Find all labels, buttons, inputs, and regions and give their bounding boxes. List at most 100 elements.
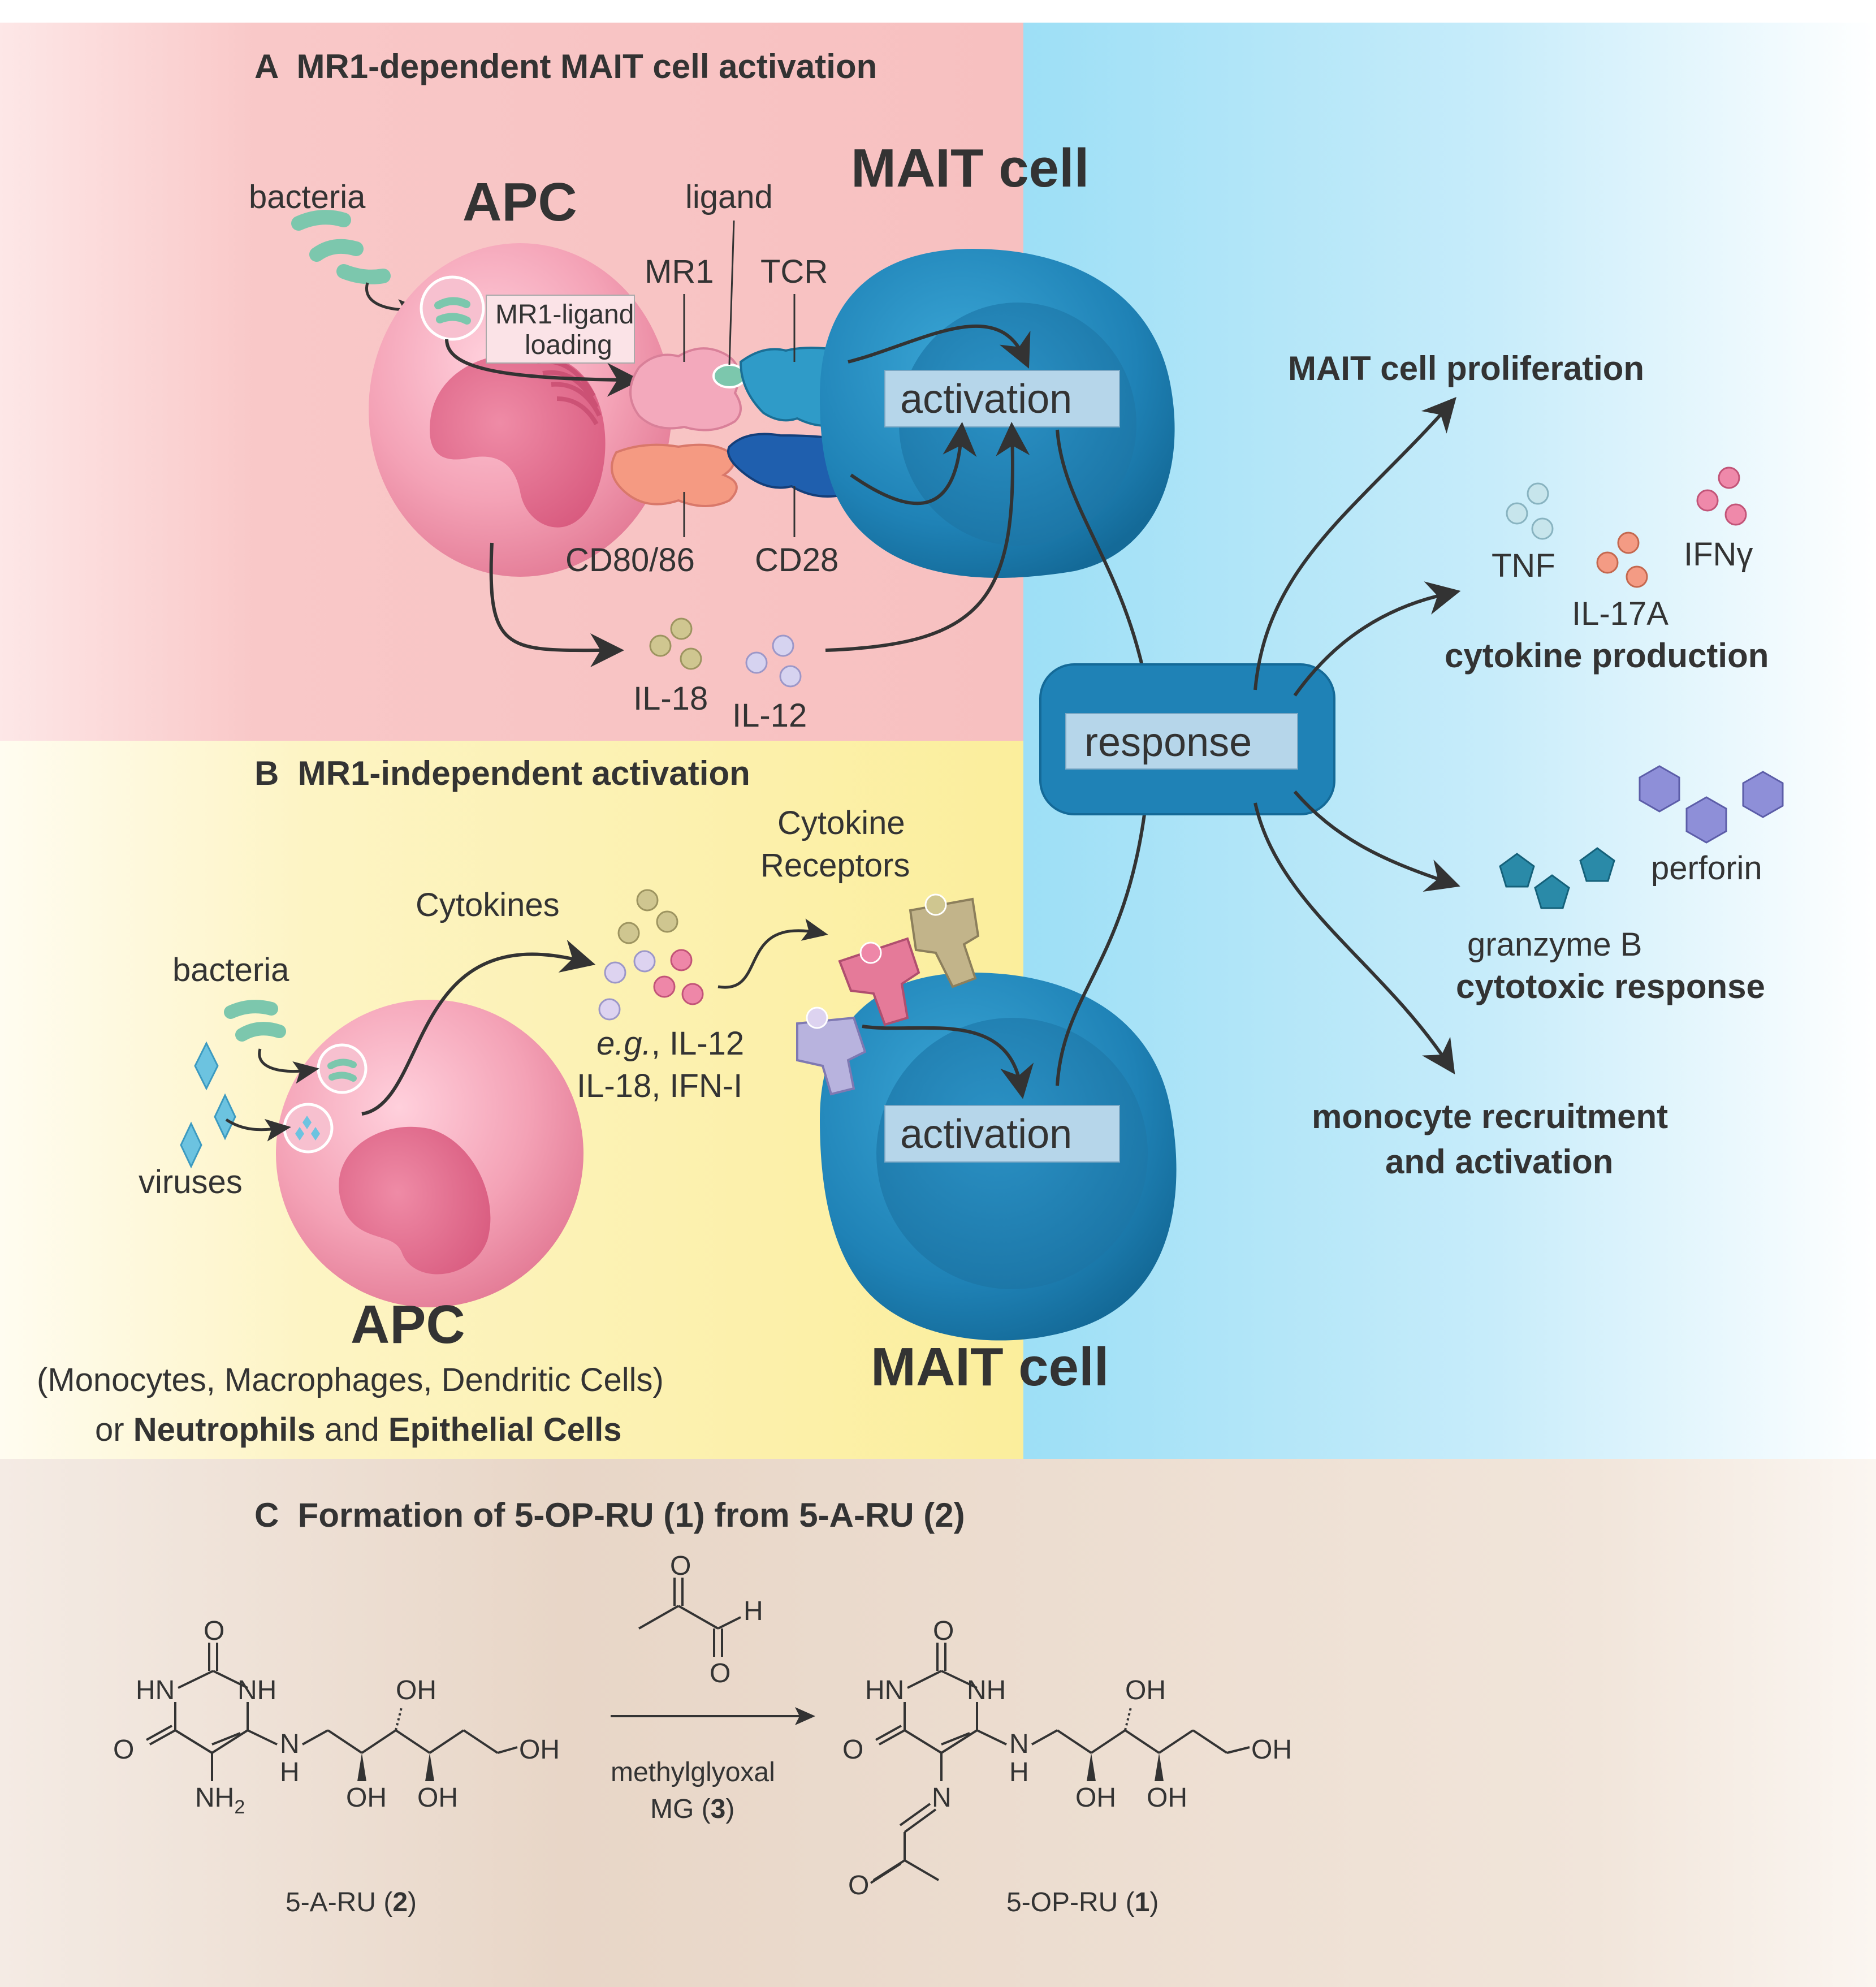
activation-box-b: [884, 1105, 1120, 1163]
perforin-icon: [1639, 765, 1784, 844]
cd28-label: CD28: [755, 542, 838, 578]
cytokine-receptor-lavender: [796, 1007, 867, 1096]
apc-cell-b: [276, 1000, 583, 1307]
reagent-abbrev: MG (3): [650, 1794, 734, 1824]
compound-1-oh-bottom2: OH: [1147, 1783, 1187, 1813]
ifng-cytokines: [1696, 466, 1747, 526]
compound-2-o-top: O: [204, 1616, 224, 1646]
panel-a-title: A MR1-dependent MAIT cell activation: [254, 47, 877, 85]
virus-icon: [180, 1041, 236, 1169]
mr1-ligand-loading-box: [486, 295, 635, 364]
compound-2-num: 2: [392, 1887, 408, 1917]
il-17a-cytokines: [1596, 532, 1648, 588]
cytokine-production-label: cytokine production: [1445, 637, 1769, 675]
compound-1-n-imine: N: [932, 1783, 952, 1813]
apc-alt-types-label: or Neutrophils and Epithelial Cells: [95, 1411, 622, 1448]
compound-1-o-left: O: [842, 1735, 863, 1765]
ifng-label: IFNγ: [1684, 536, 1753, 573]
ligand-label: ligand: [685, 179, 773, 215]
compound-1-oh-top: OH: [1125, 1675, 1166, 1705]
compound-2-name-text: 5-A-RU (: [286, 1887, 392, 1917]
compound-2-hn: HN: [136, 1675, 175, 1705]
compound-1-structure: [870, 1643, 1250, 1884]
compound-2-nh2-sub: 2: [234, 1796, 245, 1818]
virus-uptake-arrow: [225, 1118, 291, 1142]
compound-1-num: 1: [1135, 1887, 1150, 1917]
compound-1-oh-bottom1: OH: [1075, 1783, 1116, 1813]
ligand-pointer: [728, 220, 735, 365]
compound-1-o-top: O: [933, 1616, 954, 1646]
compound-2-nh2-text: NH: [195, 1783, 234, 1813]
il-12-label: IL-12: [732, 697, 807, 734]
activation-label: activation: [900, 377, 1072, 422]
epithelial-text: Epithelial Cells: [388, 1411, 622, 1448]
il-17a-label: IL-17A: [1572, 595, 1668, 632]
tnf-label: TNF: [1492, 547, 1555, 584]
activation-label-b: activation: [900, 1112, 1072, 1157]
bacteria-label-b: bacteria: [172, 952, 289, 988]
compound-2-structure: [146, 1643, 518, 1781]
reagent-name: methylglyoxal: [611, 1757, 775, 1787]
cytokine-receptor-pink: [838, 937, 920, 1026]
neutrophils-text: Neutrophils: [133, 1411, 315, 1448]
cd80-86-molecule: [611, 443, 738, 507]
apc-label-b: APC: [351, 1294, 465, 1355]
methylglyoxal-structure: [638, 1578, 741, 1657]
il-18-cytokines: [649, 617, 702, 670]
compound-1-n: N: [1009, 1729, 1029, 1759]
loading-arrow: [445, 339, 641, 397]
il-18-label: IL-18: [633, 680, 708, 717]
il-release-arrow: [489, 542, 624, 668]
cytokine-to-receptor-arrow: [717, 918, 828, 989]
examples-line1-rest: , IL-12: [651, 1025, 744, 1062]
compound-2-stereo-wedges: [357, 1753, 434, 1781]
compound-1-nh: NH: [967, 1675, 1006, 1705]
examples-line2: IL-18, IFN-I: [577, 1068, 742, 1104]
panel-b-title: B MR1-independent activation: [254, 754, 750, 792]
cytokine-receptors-label-line2: Receptors: [760, 847, 910, 884]
mait-cell-label-b: MAIT cell: [871, 1337, 1109, 1397]
compound-1-name-text: 5-OP-RU (: [1006, 1887, 1135, 1917]
apc-types-label: (Monocytes, Macrophages, Dendritic Cells…: [37, 1362, 664, 1398]
granzyme-label: granzyme B: [1467, 926, 1642, 963]
compound-2-name: 5-A-RU (2): [286, 1887, 417, 1917]
cd80-86-label: CD80/86: [565, 542, 695, 578]
loading-label-line1: MR1-ligand: [495, 300, 634, 330]
activation-to-response-arrow: [1056, 429, 1161, 706]
compound-2-close: ): [408, 1887, 417, 1917]
tnf-cytokines: [1506, 482, 1554, 540]
methylglyoxal-o-bottom: O: [710, 1658, 730, 1688]
compound-1-o-bottom: O: [848, 1871, 869, 1900]
apc-label: APC: [462, 172, 577, 232]
il-signal-arrow: [825, 422, 1030, 652]
compound-2-nh: NH: [237, 1675, 276, 1705]
receptor-signal-arrow: [862, 1025, 1034, 1099]
compound-2-oh-bottom1: OH: [346, 1783, 387, 1813]
mr1-molecule: [629, 347, 742, 431]
compound-1-oh-end: OH: [1251, 1735, 1292, 1765]
viruses-label: viruses: [139, 1164, 243, 1200]
il-12-cytokines: [745, 634, 802, 688]
compound-1-close: ): [1149, 1887, 1159, 1917]
mait-cell-label: MAIT cell: [851, 138, 1089, 198]
cytokine-production-arrow: [1293, 581, 1461, 697]
panel-c-title: C Formation of 5-OP-RU (1) from 5-A-RU (…: [254, 1496, 965, 1534]
compound-1-name: 5-OP-RU (1): [1006, 1887, 1159, 1917]
tcr-signal-arrow: [848, 324, 1031, 369]
reagent-num: 3: [711, 1794, 726, 1824]
activation-b-to-response-arrow: [1056, 772, 1163, 1086]
cytokine-dots: [598, 889, 704, 1021]
methylglyoxal-h: H: [744, 1596, 763, 1626]
cytokines-label: Cytokines: [416, 887, 560, 923]
compound-2-n: N: [280, 1729, 300, 1759]
compound-2-oh-top: OH: [396, 1675, 436, 1705]
reagent-abbrev-text: MG (: [650, 1794, 711, 1824]
mr1-label: MR1: [645, 253, 714, 290]
proliferation-arrow: [1253, 397, 1456, 690]
proliferation-label: MAIT cell proliferation: [1288, 349, 1644, 387]
cytotoxic-label: cytotoxic response: [1456, 967, 1765, 1005]
response-box: [1065, 713, 1298, 770]
compound-1-h: H: [1009, 1757, 1029, 1787]
eg-text: e.g.: [596, 1025, 651, 1062]
bacteria-uptake-arrow: [258, 1048, 319, 1084]
